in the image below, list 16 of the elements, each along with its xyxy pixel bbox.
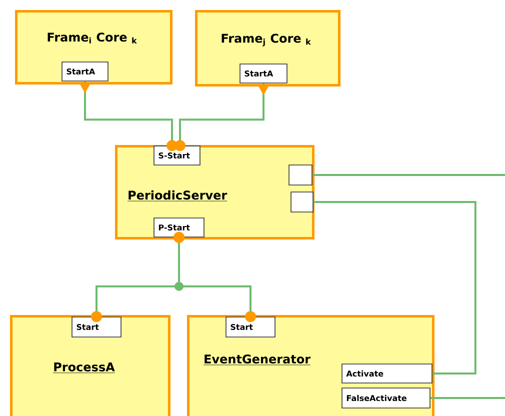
port-box xyxy=(288,164,312,186)
connector xyxy=(79,81,178,152)
connector xyxy=(312,174,505,176)
connector xyxy=(174,232,256,322)
port-box: S-Start xyxy=(154,146,200,166)
port-box: Start xyxy=(72,316,122,338)
port-box: P-Start xyxy=(154,218,204,238)
connector xyxy=(313,201,476,374)
port-box: StartA xyxy=(240,64,288,84)
connector xyxy=(174,83,270,152)
port-box: Activate xyxy=(342,364,432,384)
port-box: Start xyxy=(226,316,276,338)
port-box: StartA xyxy=(62,62,108,82)
port-box: FalseActivate xyxy=(342,388,430,408)
port-box xyxy=(290,192,314,212)
connector xyxy=(430,397,505,399)
